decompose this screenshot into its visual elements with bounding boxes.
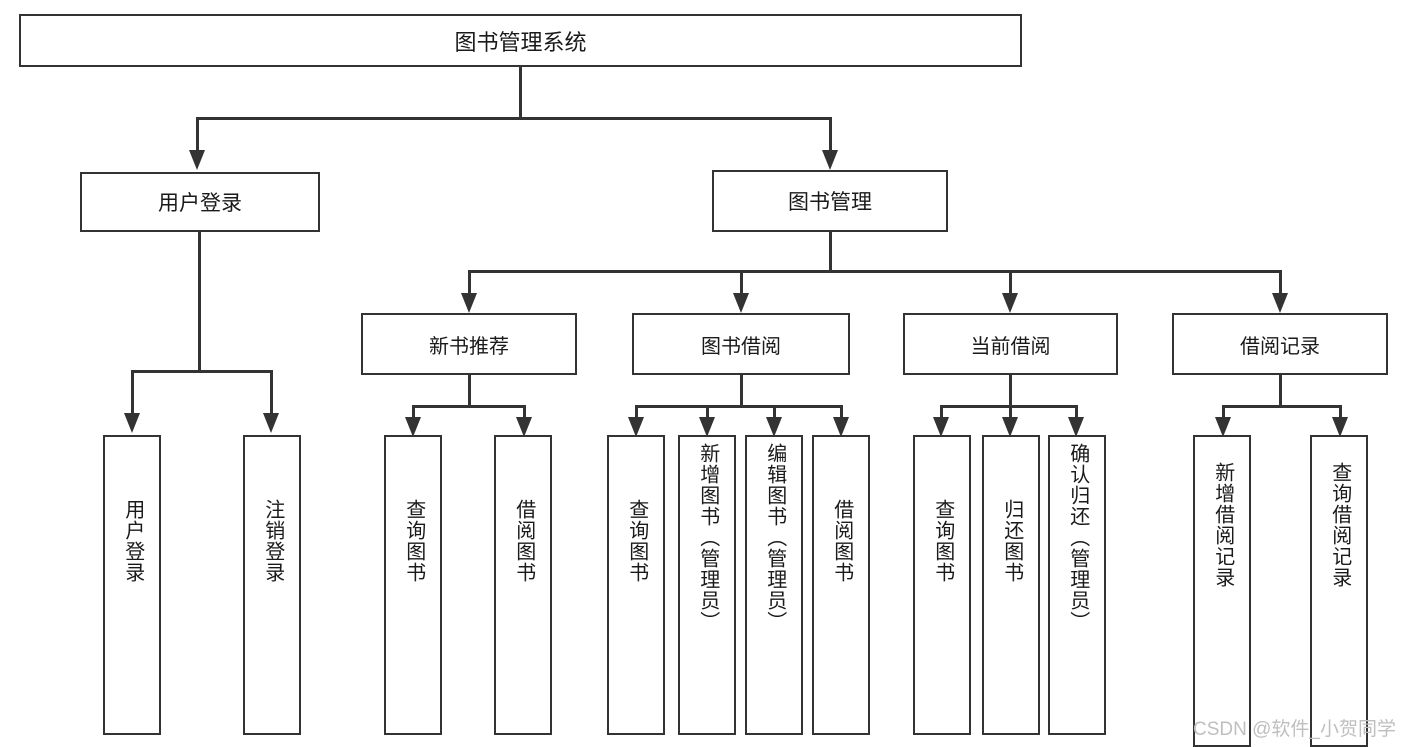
leaf-label: 确认归还（管理员） [1066, 443, 1089, 632]
connector-cb-bus [940, 405, 1077, 408]
leaf-label: 借阅图书 [830, 499, 853, 583]
arrow-user-login-to-leaf-1 [263, 413, 279, 433]
arrow-nbr-to-leaf-0 [405, 417, 421, 437]
node-label: 图书管理 [788, 191, 872, 214]
connector-bb-to-leaf-1 [706, 405, 709, 423]
connector-cb-to-leaf-0 [940, 405, 943, 423]
leaf-label: 注销登录 [261, 499, 284, 583]
arrow-root-to-user-login [189, 150, 205, 170]
node-label: 新书推荐 [429, 335, 509, 358]
connector-bm-to-l3-0 [468, 270, 471, 295]
leaf-current-borrow-2[interactable]: 确认归还（管理员） [1048, 435, 1106, 735]
arrow-bb-to-leaf-0 [628, 417, 644, 437]
connector-nbr-to-leaf-0 [412, 405, 415, 423]
connector-bb-to-leaf-2 [773, 405, 776, 423]
arrow-cb-to-leaf-2 [1068, 417, 1084, 437]
leaf-book-borrow-0[interactable]: 查询图书 [607, 435, 665, 735]
connector-bb-to-leaf-0 [635, 405, 638, 423]
arrow-bm-to-l3-3 [1272, 293, 1288, 313]
leaf-new-book-recommend-1[interactable]: 借阅图书 [494, 435, 552, 735]
leaf-user-login-0[interactable]: 用户登录 [103, 435, 161, 735]
connector-cb-stem [1009, 375, 1012, 407]
arrow-bm-to-l3-1 [733, 293, 749, 313]
arrow-bm-to-l3-0 [461, 293, 477, 313]
leaf-label: 查询图书 [931, 499, 954, 583]
connector-root-to-user-login [196, 117, 199, 152]
connector-root-stem [519, 67, 522, 118]
leaf-label: 新增借阅记录 [1211, 462, 1234, 588]
node-label: 图书借阅 [701, 335, 781, 358]
connector-br-stem [1279, 375, 1282, 407]
connector-nbr-stem [468, 375, 471, 407]
connector-root-bus [196, 117, 832, 120]
leaf-user-login-1[interactable]: 注销登录 [243, 435, 301, 735]
connector-bb-stem [740, 375, 743, 407]
leaf-new-book-recommend-0[interactable]: 查询图书 [384, 435, 442, 735]
node-label: 用户登录 [158, 192, 242, 215]
connector-book-management-bus [468, 270, 1281, 273]
connector-root-to-book-management [829, 117, 832, 152]
connector-book-management-stem [829, 232, 832, 272]
leaf-book-borrow-3[interactable]: 借阅图书 [812, 435, 870, 735]
connector-br-bus [1222, 405, 1341, 408]
arrow-br-to-leaf-0 [1215, 417, 1231, 437]
connector-bm-to-l3-3 [1279, 270, 1282, 295]
leaf-borrow-record-1[interactable]: 查询借阅记录 [1310, 435, 1368, 747]
leaf-label: 归还图书 [1000, 499, 1023, 583]
arrow-bb-to-leaf-3 [833, 417, 849, 437]
leaf-book-borrow-1[interactable]: 新增图书（管理员） [678, 435, 736, 735]
arrow-root-to-book-management [822, 150, 838, 170]
connector-bm-to-l3-1 [740, 270, 743, 295]
leaf-label: 查询图书 [625, 499, 648, 583]
connector-cb-to-leaf-1 [1009, 405, 1012, 423]
arrow-cb-to-leaf-0 [933, 417, 949, 437]
connector-br-to-leaf-1 [1339, 405, 1342, 423]
connector-br-to-leaf-0 [1222, 405, 1225, 423]
connector-bb-bus [635, 405, 842, 408]
node-new-book-recommend[interactable]: 新书推荐 [361, 313, 577, 375]
leaf-current-borrow-1[interactable]: 归还图书 [982, 435, 1040, 735]
node-root-book-management-system[interactable]: 图书管理系统 [19, 14, 1022, 67]
csdn-watermark: CSDN @软件_小贺同学 [1193, 714, 1396, 741]
node-label: 当前借阅 [970, 335, 1051, 358]
node-borrow-record[interactable]: 借阅记录 [1172, 313, 1388, 375]
node-book-management[interactable]: 图书管理 [712, 170, 948, 232]
arrow-bb-to-leaf-2 [766, 417, 782, 437]
node-label: 图书管理系统 [454, 29, 587, 55]
connector-user-login-to-leaf-0 [131, 370, 134, 415]
leaf-current-borrow-0[interactable]: 查询图书 [913, 435, 971, 735]
arrow-user-login-to-leaf-0 [124, 413, 140, 433]
connector-user-login-bus [131, 370, 272, 373]
arrow-br-to-leaf-1 [1332, 417, 1348, 437]
arrow-bm-to-l3-2 [1002, 293, 1018, 313]
node-user-login[interactable]: 用户登录 [80, 172, 320, 232]
leaf-label: 借阅图书 [512, 499, 535, 583]
connector-user-login-stem [198, 232, 201, 372]
leaf-label: 编辑图书（管理员） [763, 443, 786, 632]
connector-bm-to-l3-2 [1009, 270, 1012, 295]
connector-bb-to-leaf-3 [840, 405, 843, 423]
arrow-bb-to-leaf-1 [699, 417, 715, 437]
node-label: 借阅记录 [1240, 335, 1320, 358]
leaf-book-borrow-2[interactable]: 编辑图书（管理员） [745, 435, 803, 735]
node-book-borrow[interactable]: 图书借阅 [632, 313, 850, 375]
leaf-label: 查询借阅记录 [1328, 462, 1351, 588]
connector-nbr-bus [412, 405, 525, 408]
arrow-nbr-to-leaf-1 [516, 417, 532, 437]
connector-user-login-to-leaf-1 [270, 370, 273, 415]
leaf-label: 用户登录 [121, 499, 144, 583]
leaf-borrow-record-0[interactable]: 新增借阅记录 [1193, 435, 1251, 747]
leaf-label: 查询图书 [402, 499, 425, 583]
leaf-label: 新增图书（管理员） [696, 443, 719, 632]
watermark-text: CSDN @软件_小贺同学 [1193, 719, 1396, 740]
connector-cb-to-leaf-2 [1075, 405, 1078, 423]
arrow-cb-to-leaf-1 [1002, 417, 1018, 437]
node-current-borrow[interactable]: 当前借阅 [903, 313, 1118, 375]
connector-nbr-to-leaf-1 [523, 405, 526, 423]
